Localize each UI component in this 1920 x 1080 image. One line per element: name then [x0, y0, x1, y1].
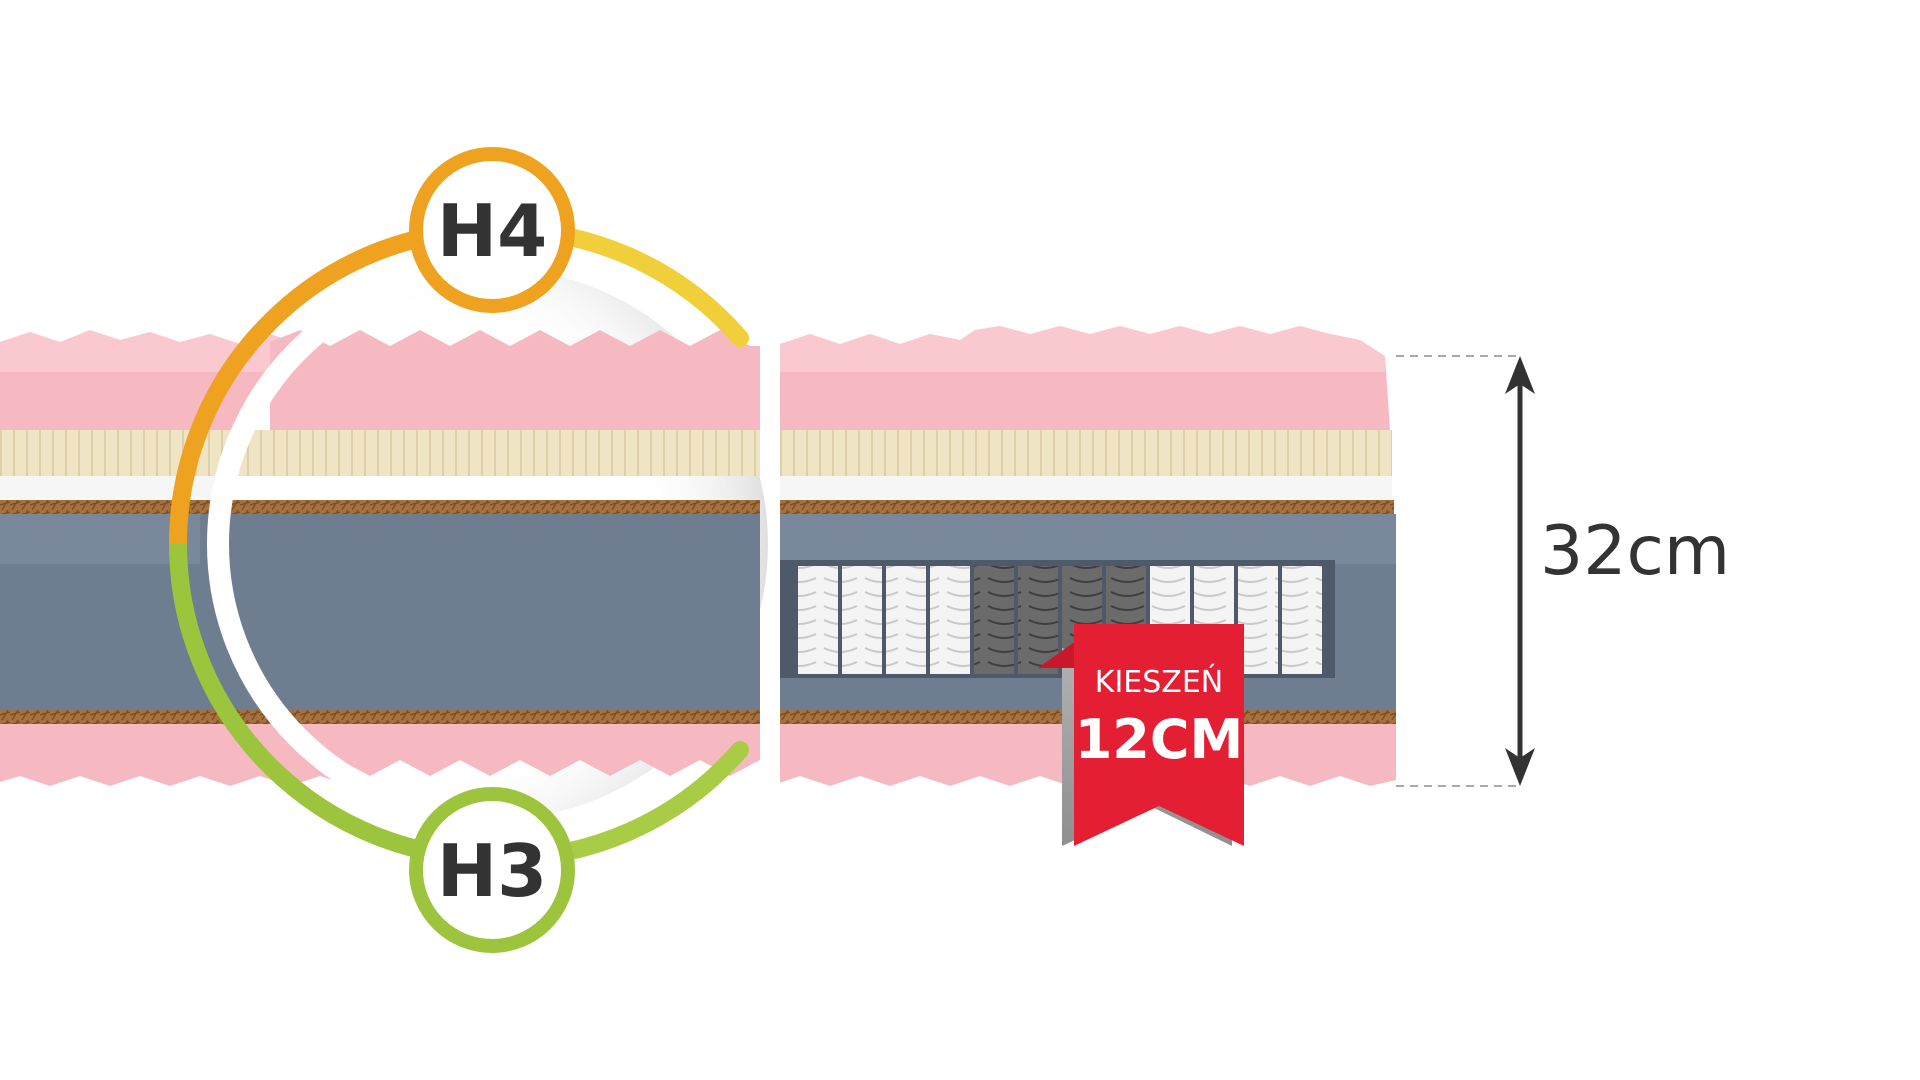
- cutaway-coconut-bottom: [200, 710, 760, 724]
- firmness-top-label: H4: [437, 189, 547, 273]
- height-dimension: 32cm: [1396, 355, 1730, 787]
- ribbon-line1: KIESZEŃ: [1095, 664, 1223, 700]
- cutaway-latex: [200, 430, 760, 476]
- ribbon-line2: 12CM: [1075, 708, 1244, 771]
- cutaway-top-teeth: [270, 330, 760, 430]
- cutaway-bottom-teeth: [200, 724, 760, 776]
- inner-white-arc: [207, 259, 493, 829]
- firmness-badge-h4: H4: [409, 147, 575, 313]
- arrow-up-icon: [1505, 356, 1535, 394]
- pocket-ribbon: KIESZEŃ 12CM: [1038, 624, 1244, 846]
- height-label: 32cm: [1540, 512, 1730, 591]
- ribbon-body: [1074, 624, 1244, 846]
- firmness-indicator: H4 H3: [169, 147, 780, 953]
- arrow-down-icon: [1505, 748, 1535, 786]
- cutaway-coconut-top: [200, 500, 760, 514]
- firmness-badge-h3: H3: [409, 787, 575, 953]
- cutaway-core: [200, 514, 760, 710]
- pocket-spring-window: [780, 560, 1335, 678]
- firmness-bottom-label: H3: [437, 829, 547, 913]
